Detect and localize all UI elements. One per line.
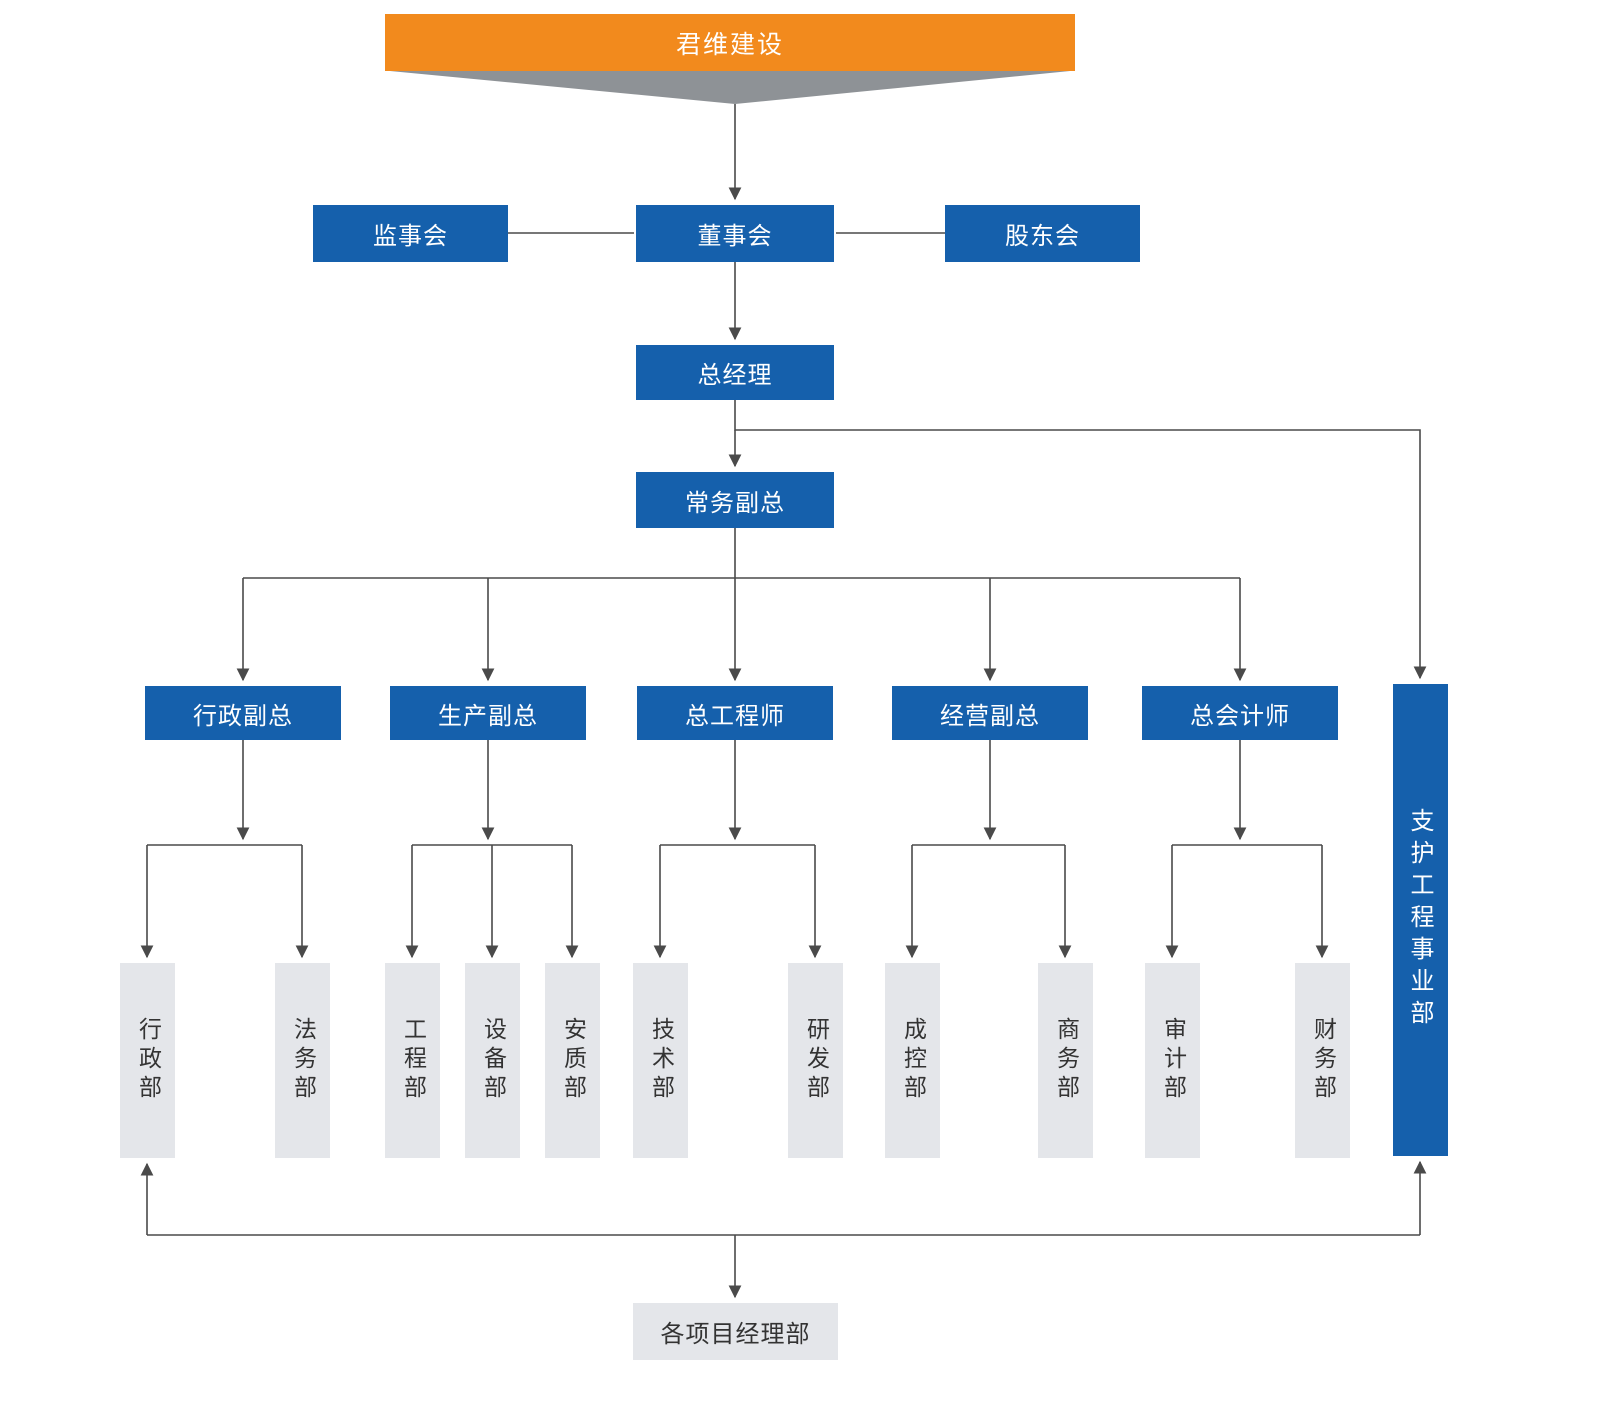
node-admin-vp: 行政副总 <box>145 686 341 740</box>
node-dept-engineering: 工程部 <box>385 963 440 1158</box>
node-executive-deputy-gm: 常务副总 <box>636 472 834 528</box>
node-dept-equipment: 设备部 <box>465 963 520 1158</box>
node-supervisory-board: 监事会 <box>313 205 508 262</box>
node-chief-engineer: 总工程师 <box>637 686 833 740</box>
node-dept-audit: 审计部 <box>1145 963 1200 1158</box>
node-production-vp: 生产副总 <box>390 686 586 740</box>
node-dept-admin: 行政部 <box>120 963 175 1158</box>
node-dept-commerce: 商务部 <box>1038 963 1093 1158</box>
node-project-manager-depts: 各项目经理部 <box>633 1303 838 1360</box>
node-general-manager: 总经理 <box>636 345 834 400</box>
node-shareholders-meeting: 股东会 <box>945 205 1140 262</box>
node-operations-vp: 经营副总 <box>892 686 1088 740</box>
node-dept-rnd: 研发部 <box>788 963 843 1158</box>
node-dept-finance: 财务部 <box>1295 963 1350 1158</box>
node-company: 君维建设 <box>385 14 1075 71</box>
node-support-engineering-division: 支护工程事业部 <box>1393 684 1448 1156</box>
node-dept-cost-control: 成控部 <box>885 963 940 1158</box>
node-chief-accountant: 总会计师 <box>1142 686 1338 740</box>
node-dept-legal: 法务部 <box>275 963 330 1158</box>
node-board-of-directors: 董事会 <box>636 205 834 262</box>
ribbon-triangle <box>390 71 1070 104</box>
node-dept-technology: 技术部 <box>633 963 688 1158</box>
node-dept-safety-quality: 安质部 <box>545 963 600 1158</box>
